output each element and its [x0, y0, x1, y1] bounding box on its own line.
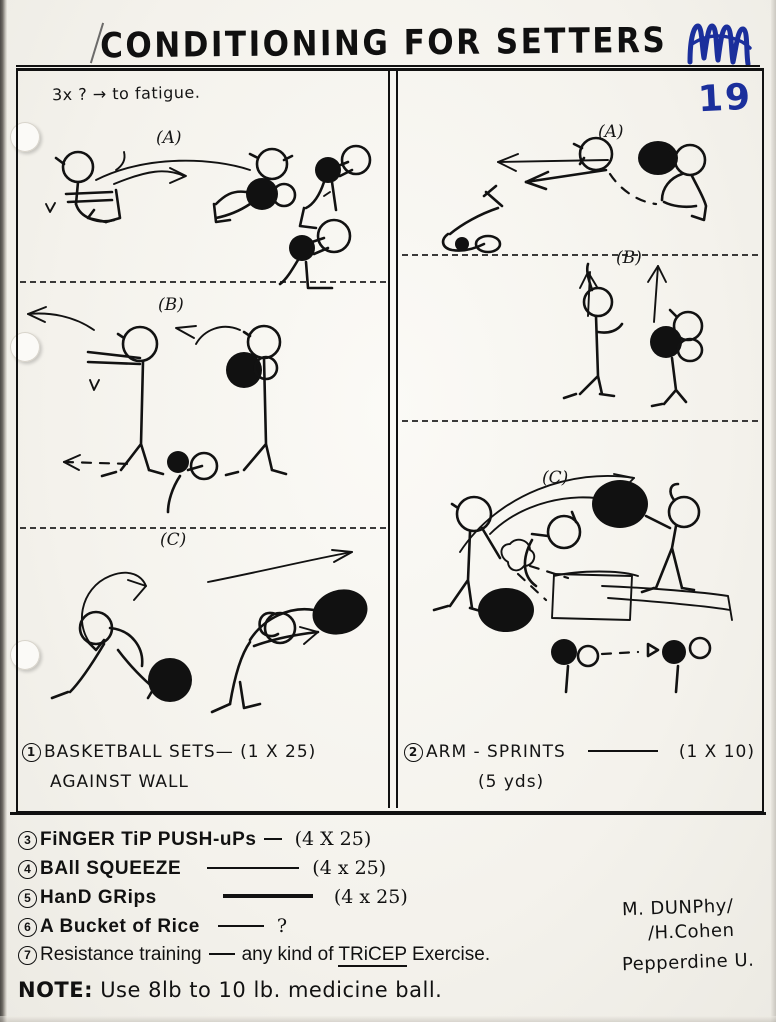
exercise-reps-3: (4 X 25) [294, 828, 372, 850]
right-panel-a-illustration [441, 136, 708, 254]
exercise-reps-5: (4 x 25) [333, 886, 408, 908]
exercise-rule-4 [207, 867, 300, 869]
left-panel-b-illustration [27, 306, 288, 514]
column-divider-left-line [388, 68, 390, 808]
blue-scribble-mark [687, 23, 752, 67]
right-caption-line1: ARM - SPRINTS [426, 742, 566, 762]
left-panel-a-illustration [45, 144, 372, 290]
signature-line-3: Pepperdine U. [621, 949, 755, 975]
right-panel-label-c: (C) [542, 468, 569, 488]
list-separator-rule [10, 812, 766, 815]
left-panel-label-c: (C) [160, 530, 187, 550]
left-dashed-separator-1 [20, 281, 386, 283]
exercise-name-4: BAll SQUEEZE [40, 858, 182, 879]
punch-hole-bottom [10, 640, 40, 670]
exercise-reps-4: (4 x 25) [312, 857, 387, 879]
exercise-detail-post-7: Exercise. [406, 944, 491, 965]
exercise-detail-underlined-7: TRiCEP [338, 944, 407, 967]
exercise-name-5: HanD GRips [40, 887, 157, 908]
left-panel-label-b: (B) [158, 295, 184, 315]
right-panel-b-illustration [562, 262, 704, 408]
exercise-name-3: FiNGER TiP PUSH-uPs [40, 829, 257, 850]
scan-edge-bottom [0, 1016, 776, 1022]
note-text: Use 8lb to 10 lb. medicine ball. [100, 978, 443, 1002]
exercise-number-4: 4 [18, 860, 37, 879]
scan-edge-left [0, 0, 7, 1022]
right-caption-reps: (1 X 10) [678, 742, 755, 762]
exercise-rule-3 [263, 838, 282, 840]
right-caption-line2: (5 yds) [478, 771, 545, 792]
exercise-rule-6 [217, 925, 264, 927]
fatigue-note: 3x ? → to fatigue. [51, 82, 201, 105]
exercise-reps-6: ? [276, 915, 288, 937]
right-panel-label-a: (A) [598, 122, 624, 142]
exercise-number-5: 5 [18, 889, 37, 908]
column-divider-right-line [396, 68, 398, 808]
page-title: CONDITIONING FOR SETTERS [100, 20, 668, 67]
exercise-name-7: Resistance training [40, 944, 202, 965]
signature-block: M. DUNPhy/ /H.Cohen Pepperdine U. [621, 895, 755, 975]
left-caption-line2: AGAINST WALL [50, 771, 189, 792]
frame-top-border [16, 65, 760, 67]
left-dashed-separator-2 [20, 527, 386, 529]
exercise-number-6: 6 [18, 918, 37, 937]
left-caption-line1: BASKETBALL SETS— (1 X 25) [44, 742, 317, 762]
right-dashed-separator-1 [402, 254, 758, 256]
exercise-rule-5 [222, 894, 313, 898]
left-panel-c-illustration [50, 549, 368, 714]
scan-edge-right [771, 0, 776, 1022]
right-panel-label-b: (B) [616, 248, 642, 268]
right-caption-rule [587, 750, 658, 752]
left-caption-number: 1 [22, 743, 41, 762]
exercise-number-3: 3 [18, 831, 37, 850]
right-panel-c-illustration [432, 473, 733, 694]
punch-hole-top [10, 122, 40, 152]
exercise-name-6: A Bucket of Rice [40, 916, 200, 937]
exercise-rule-7 [208, 953, 235, 955]
left-panel-label-a: (A) [156, 128, 182, 148]
note-label: NOTE: [18, 978, 93, 1002]
right-caption-number: 2 [404, 743, 423, 762]
signature-line-2: /H.Cohen [647, 920, 735, 945]
right-dashed-separator-2 [402, 420, 758, 422]
exercise-detail-pre-7: any kind of [241, 944, 339, 965]
exercise-number-7: 7 [18, 946, 37, 965]
note-row: NOTE: Use 8lb to 10 lb. medicine ball. [18, 978, 442, 1002]
punch-hole-middle [10, 332, 40, 362]
